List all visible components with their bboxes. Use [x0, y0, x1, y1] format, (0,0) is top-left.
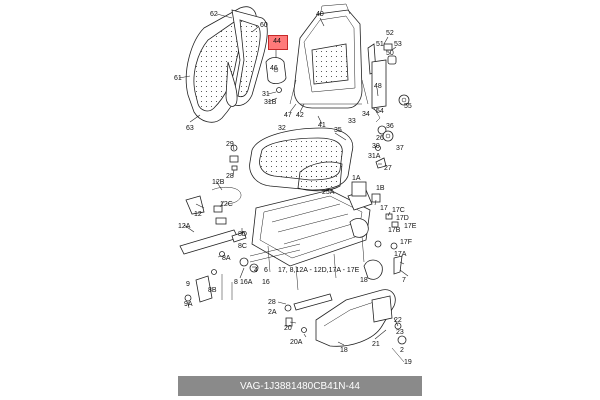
- callout-63: 63: [186, 125, 194, 132]
- callout-12: 12: [194, 211, 202, 218]
- callout-28-bottom: 28: [268, 299, 276, 306]
- caption-separator: -: [260, 380, 264, 392]
- callout-40: 40: [316, 11, 324, 18]
- callout-labels: 62 60 61 63 40 46 31 31B 47 42 41 52 51 …: [174, 11, 417, 366]
- part-number: 1J3881480CB41: [263, 380, 339, 392]
- callout-20: 20: [284, 325, 292, 332]
- callout-23: 23: [396, 329, 404, 336]
- ref-prefix: N: [338, 380, 346, 392]
- callout-17f: 17F: [400, 239, 412, 246]
- callout-8a: 8A: [222, 255, 231, 262]
- ref-number: 44: [348, 380, 360, 392]
- callout-28-top: 28: [226, 173, 234, 180]
- highlighted-part-label: 44: [273, 38, 281, 45]
- callout-16a: 16A: [240, 279, 253, 286]
- callout-47: 47: [284, 112, 292, 119]
- callout-17c: 17C: [392, 207, 405, 214]
- callout-61: 61: [174, 75, 182, 82]
- callout-4: 4: [254, 267, 258, 274]
- callout-12a: 12A: [178, 223, 191, 230]
- callout-8d: 8D: [238, 231, 247, 238]
- callout-36: 36: [386, 123, 394, 130]
- callout-31a: 31A: [368, 153, 381, 160]
- seat-frame: [249, 189, 373, 291]
- backrest-cover: [185, 6, 268, 123]
- callout-50: 50: [386, 50, 394, 57]
- callout-26: 26: [376, 135, 384, 142]
- callout-group-17: 17, 8,12A - 12D,17A - 17E: [278, 267, 360, 274]
- callout-31: 31: [262, 91, 270, 98]
- callout-9a: 9A: [184, 301, 193, 308]
- callout-51: 51: [376, 41, 384, 48]
- backrest-frame: [289, 3, 369, 109]
- callout-22: 22: [394, 317, 402, 324]
- callout-34: 34: [362, 111, 370, 118]
- callout-6: 6: [264, 267, 268, 274]
- callout-48: 48: [374, 83, 382, 90]
- small-hardware-right: [367, 43, 410, 169]
- callout-8: 8: [234, 279, 238, 286]
- callout-35: 35: [334, 127, 342, 134]
- callout-8c-top: 8C: [238, 243, 247, 250]
- callout-33: 33: [348, 118, 356, 125]
- part-caption-bar: VAG - 1J3881480CB41 N - 44: [178, 376, 422, 396]
- highlighted-part-box[interactable]: [268, 35, 288, 50]
- callout-2: 2: [400, 347, 404, 354]
- callout-7: 7: [402, 277, 406, 284]
- callout-25a: 25A: [322, 189, 335, 196]
- callout-12b: 12B: [212, 179, 225, 186]
- callout-37: 37: [396, 145, 404, 152]
- seat-cushion: [249, 127, 354, 192]
- callout-41: 41: [318, 122, 326, 129]
- callout-17d: 17D: [396, 215, 409, 222]
- callout-18: 18: [340, 347, 348, 354]
- callout-17a: 17A: [394, 251, 407, 258]
- callout-20a: 20A: [290, 339, 303, 346]
- callout-21: 21: [372, 341, 380, 348]
- callout-29: 29: [226, 141, 234, 148]
- seat-exploded-view: 62 60 61 63 40 46 31 31B 47 42 41 52 51 …: [174, 3, 417, 366]
- callout-18-right: 18: [360, 277, 368, 284]
- callout-1a: 1A: [352, 175, 361, 182]
- callout-2a: 2A: [268, 309, 277, 316]
- callout-17e: 17E: [404, 223, 417, 230]
- small-hardware-left: [179, 144, 259, 303]
- callout-30: 30: [372, 143, 380, 150]
- callout-9: 9: [186, 281, 190, 288]
- callout-32: 32: [278, 125, 286, 132]
- callout-8b: 8B: [208, 287, 217, 294]
- callout-31b: 31B: [264, 99, 277, 106]
- hardware-lower-right: [351, 181, 403, 280]
- callout-17b: 17B: [388, 227, 401, 234]
- oem-brand: VAG: [240, 380, 261, 392]
- callout-19: 19: [404, 359, 412, 366]
- callout-27: 27: [384, 165, 392, 172]
- callout-42: 42: [296, 112, 304, 119]
- callout-53: 53: [394, 41, 402, 48]
- callout-54: 54: [376, 108, 384, 115]
- callout-16: 16: [262, 279, 270, 286]
- callout-62: 62: [210, 11, 218, 18]
- ref-separator: -: [345, 380, 349, 392]
- callout-60: 60: [260, 22, 268, 29]
- callout-55: 55: [404, 103, 412, 110]
- callout-1b: 1B: [376, 185, 385, 192]
- callout-12c: 12C: [220, 201, 233, 208]
- callout-46: 46: [270, 65, 278, 72]
- leader-lines: [178, 13, 409, 346]
- seat-rail-bracket: [284, 289, 407, 363]
- callout-52: 52: [386, 30, 394, 37]
- part-44-panel: [265, 57, 287, 93]
- callout-17: 17: [380, 205, 388, 212]
